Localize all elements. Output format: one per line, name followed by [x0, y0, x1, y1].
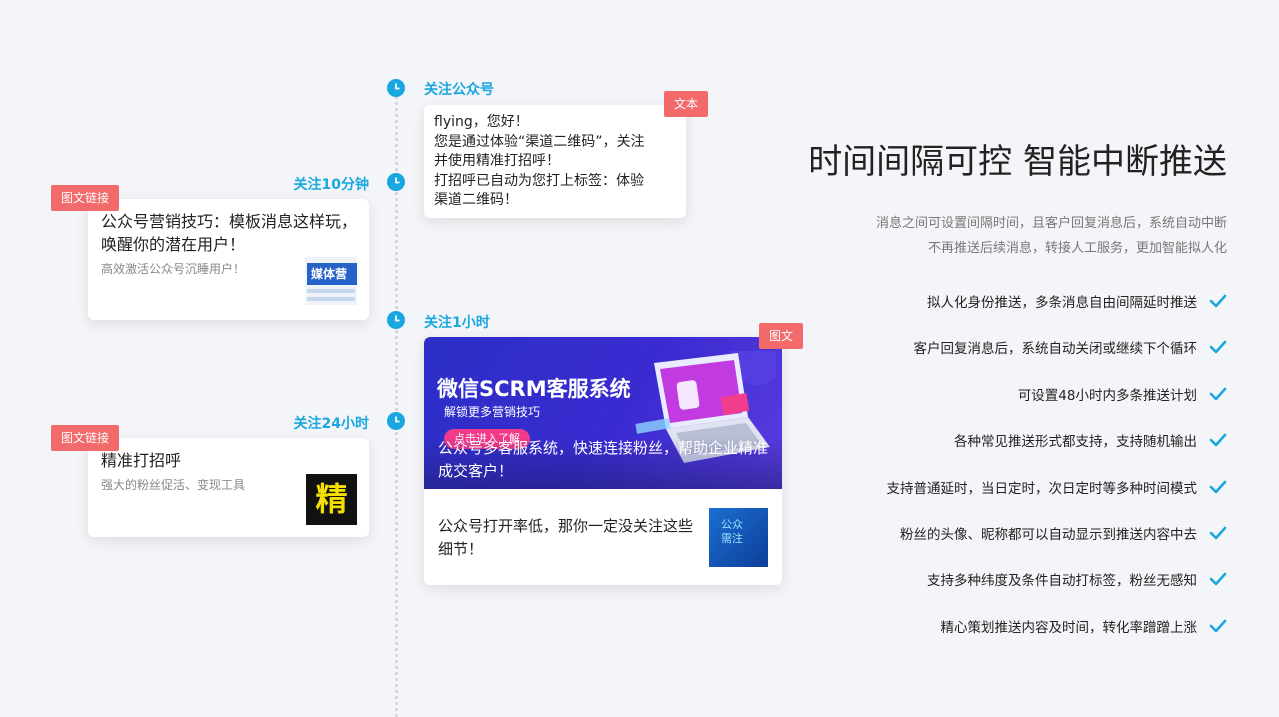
check-icon [1209, 294, 1227, 308]
feature-text: 拟人化身份推送，多条消息自由间隔延时推送 [927, 295, 1197, 311]
text-message-card[interactable]: flying，您好！ 您是通过体验“渠道二维码”，关注 并使用精准打招呼！ 打招… [424, 105, 686, 218]
check-icon [1209, 526, 1227, 540]
card-thumbnail: 精 [306, 474, 357, 525]
banner-title: 微信SCRM客服系统 [437, 377, 631, 401]
message-line: 并使用精准打招呼！ [434, 153, 560, 169]
clock-icon [387, 173, 405, 191]
card-title: 公众号营销技巧：模板消息这样玩，唤醒你的潜在用户！ [101, 212, 358, 254]
sub-item-title: 公众号打开率低，那你一定没关注这些细节！ [438, 517, 694, 558]
banner-caption: 公众号多客服系统，快速连接粉丝，帮助企业精准成交客户！ [438, 439, 769, 480]
card-thumbnail: 媒体营 [305, 257, 357, 305]
news-card[interactable]: 微信SCRM客服系统 解锁更多营销技巧 点击进入了解 公众号多客服系统，快速连接… [424, 337, 782, 585]
check-icon [1209, 387, 1227, 401]
feature-text: 精心策划推送内容及时间，转化率蹭蹭上涨 [940, 620, 1198, 636]
description-line: 不再推送后续消息，转接人工服务，更加智能拟人化 [927, 241, 1227, 256]
feature-item: 客户回复消息后，系统自动关闭或继续下个循环 [914, 335, 1228, 359]
thumbnail-text: 公众 需注 [721, 518, 743, 545]
feature-item: 支持多种纬度及条件自动打标签，粉丝无感知 [927, 567, 1227, 591]
check-icon [1209, 340, 1227, 354]
tag-text: 文本 [664, 91, 709, 117]
check-icon [1209, 619, 1227, 633]
link-card-greeting[interactable]: 精准打招呼 强大的粉丝促活、变现工具 精 [88, 438, 369, 537]
check-icon [1209, 480, 1227, 494]
feature-item: 粉丝的头像、昵称都可以自动显示到推送内容中去 [900, 521, 1227, 545]
message-line: 打招呼已自动为您打上标签：体验 [434, 172, 644, 189]
feature-item: 可设置48小时内多条推送计划 [1018, 382, 1227, 406]
banner-overlay [424, 437, 782, 489]
feature-item: 精心策划推送内容及时间，转化率蹭蹭上涨 [941, 614, 1228, 638]
feature-text: 各种常见推送形式都支持，支持随机输出 [954, 434, 1197, 450]
description-line: 消息之间可设置间隔时间，且客户回复消息后，系统自动中断 [875, 216, 1227, 231]
timeline-label-24hour: 关注24小时 [293, 416, 369, 432]
banner-subtitle: 解锁更多营销技巧 [444, 405, 541, 419]
feature-item: 各种常见推送形式都支持，支持随机输出 [954, 428, 1227, 452]
feature-item: 支持普通延时，当日定时，次日定时等多种时间模式 [887, 475, 1228, 499]
tag-news: 图文 [759, 323, 804, 349]
card-title: 精准打招呼 [101, 451, 182, 470]
link-card-marketing[interactable]: 公众号营销技巧：模板消息这样玩，唤醒你的潜在用户！ 高效激活公众号沉睡用户！ 媒… [88, 199, 369, 320]
check-icon [1209, 433, 1227, 447]
sub-item-thumbnail: 公众 需注 [709, 508, 768, 567]
news-sub-item[interactable]: 公众号打开率低，那你一定没关注这些细节！ 公众 需注 [424, 489, 782, 585]
card-subtitle: 高效激活公众号沉睡用户！ [101, 262, 246, 276]
clock-icon [387, 311, 405, 329]
message-line: 渠道二维码！ [434, 192, 518, 208]
timeline-label-1hour: 关注1小时 [424, 315, 490, 331]
timeline-line [395, 96, 398, 717]
message-line: 您是通过体验“渠道二维码”，关注 [434, 133, 645, 150]
clock-icon [387, 412, 405, 430]
news-banner[interactable]: 微信SCRM客服系统 解锁更多营销技巧 点击进入了解 公众号多客服系统，快速连接… [424, 337, 782, 489]
feature-text: 客户回复消息后，系统自动关闭或继续下个循环 [913, 341, 1198, 357]
timeline-label-follow: 关注公众号 [424, 82, 494, 98]
thumbnail-text: 媒体营 [307, 263, 357, 285]
feature-text: 支持多种纬度及条件自动打标签，粉丝无感知 [927, 573, 1197, 589]
message-line: flying，您好！ [434, 114, 529, 130]
page-title: 时间间隔可控 智能中断推送 [808, 142, 1227, 182]
timeline-label-10min: 关注10分钟 [293, 177, 369, 193]
card-subtitle: 强大的粉丝促活、变现工具 [101, 478, 246, 492]
page-description: 消息之间可设置间隔时间，且客户回复消息后，系统自动中断 不再推送后续消息，转接人… [876, 211, 1227, 261]
feature-text: 可设置48小时内多条推送计划 [1017, 388, 1197, 404]
tag-link: 图文链接 [51, 425, 120, 451]
clock-icon [387, 79, 405, 97]
check-icon [1209, 572, 1227, 586]
feature-text: 粉丝的头像、昵称都可以自动显示到推送内容中去 [900, 527, 1197, 543]
message-body: flying，您好！ 您是通过体验“渠道二维码”，关注 并使用精准打招呼！ 打招… [424, 105, 686, 219]
feature-text: 支持普通延时，当日定时，次日定时等多种时间模式 [886, 481, 1198, 497]
tag-link: 图文链接 [51, 185, 120, 211]
feature-item: 拟人化身份推送，多条消息自由间隔延时推送 [927, 289, 1227, 313]
